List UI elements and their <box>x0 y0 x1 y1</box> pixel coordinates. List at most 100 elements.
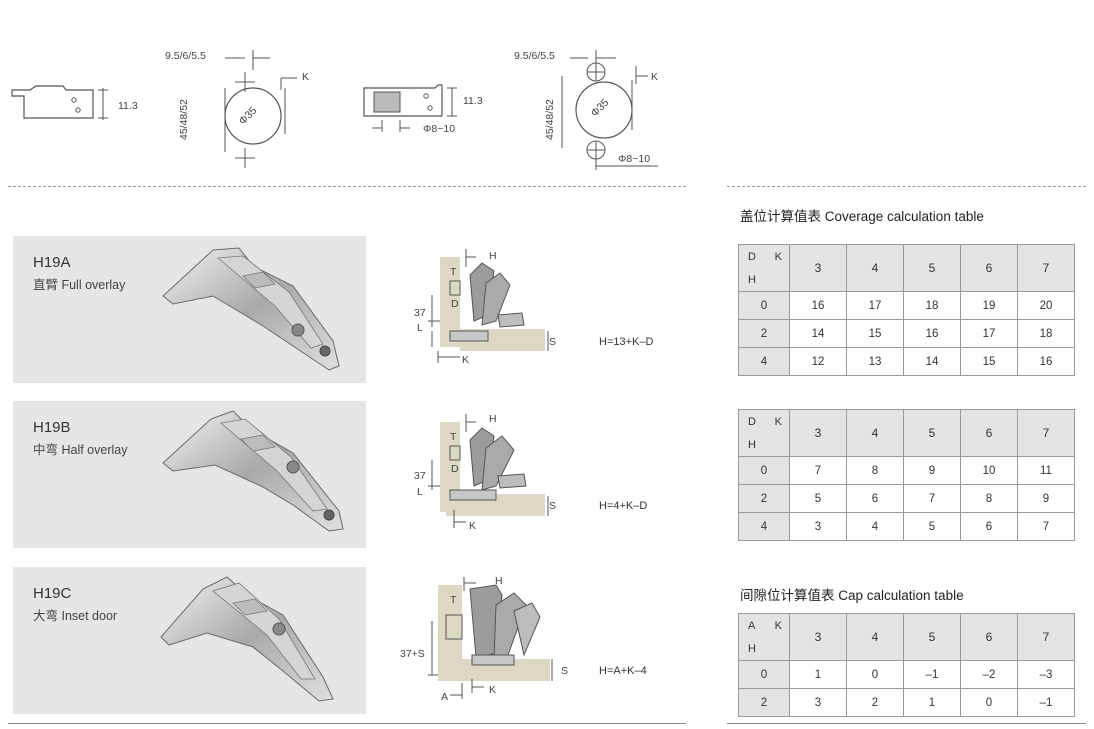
table-row: 0 7 8 9 10 11 <box>738 456 1075 485</box>
table-corner: D K H <box>738 244 790 292</box>
table-cell: 1 <box>789 660 847 689</box>
diagram-h19c-a-label: A <box>441 691 449 703</box>
corner-col-var: K <box>774 620 782 632</box>
table-cell: 14 <box>789 319 847 348</box>
table-cell: 8 <box>846 456 904 485</box>
table-cell: 0 <box>846 660 904 689</box>
row-key-cell: 0 <box>738 291 790 320</box>
k-header-cell: 5 <box>903 613 961 661</box>
diagram-h19a-side-label: 37 <box>414 307 426 319</box>
corner-row-var: A <box>748 620 756 632</box>
table-row: 4 3 4 5 6 7 <box>738 512 1075 541</box>
section-diagram-h19b <box>428 414 549 528</box>
cap-table-title: 间隙位计算值表 Cap calculation table <box>740 588 964 603</box>
row-key-cell: 2 <box>738 484 790 513</box>
table-cell: 3 <box>789 512 847 541</box>
table-cell: 7 <box>1017 512 1075 541</box>
plate-b-height-label: 11.3 <box>463 95 483 107</box>
coverage-table-2: D K H 3 4 5 6 7 0 7 8 9 10 11 2 5 6 7 8 … <box>738 409 1075 541</box>
left-bottom-rule <box>8 723 686 724</box>
k-header-cell: 7 <box>1017 244 1075 292</box>
table-cell: 8 <box>960 484 1018 513</box>
diagram-h19c-side-label: 37+S <box>400 648 425 660</box>
table-cell: –1 <box>903 660 961 689</box>
coverage-table-1: D K H 3 4 5 6 7 0 16 17 18 19 20 2 14 15… <box>738 244 1075 376</box>
diagram-h19b-l-label: L <box>417 486 423 498</box>
table-corner: D K H <box>738 409 790 457</box>
table-cell: 11 <box>1017 456 1075 485</box>
table-cell: 15 <box>960 347 1018 376</box>
table-cell: 0 <box>960 688 1018 717</box>
table-cell: 16 <box>789 291 847 320</box>
cup-b-k-label: K <box>651 71 659 83</box>
table-row: 4 12 13 14 15 16 <box>738 347 1075 376</box>
diagram-h19b-d-label: D <box>451 463 459 475</box>
section-diagram-h19c <box>428 577 553 699</box>
diagram-h19a-d-label: D <box>451 298 459 310</box>
formula-h19b: H=4+K–D <box>599 500 648 512</box>
table-row: 0 1 0 –1 –2 –3 <box>738 660 1075 689</box>
k-header-cell: 5 <box>903 409 961 457</box>
k-header-cell: 6 <box>960 409 1018 457</box>
section-diagram-h19a <box>428 249 549 363</box>
table-header-row: D K H 3 4 5 6 7 <box>738 409 1075 457</box>
table-header-row: D K H 3 4 5 6 7 <box>738 244 1075 292</box>
table-cell: 6 <box>846 484 904 513</box>
table-cell: 20 <box>1017 291 1075 320</box>
diagram-h19a-t-label: T <box>450 266 457 278</box>
table-cell: –2 <box>960 660 1018 689</box>
mounting-plate-b-drawing <box>363 84 457 132</box>
table-cell: 16 <box>903 319 961 348</box>
row-key-cell: 4 <box>738 347 790 376</box>
table-cell: –1 <box>1017 688 1075 717</box>
model-code: H19B <box>33 419 71 436</box>
table-cell: 5 <box>789 484 847 513</box>
table-cell: 18 <box>1017 319 1075 348</box>
cup-a-distance-label: 45/48/52 <box>178 99 190 140</box>
row-key-cell: 4 <box>738 512 790 541</box>
table-cell: 9 <box>1017 484 1075 513</box>
table-row: 2 5 6 7 8 9 <box>738 484 1075 513</box>
table-cell: 6 <box>960 512 1018 541</box>
k-header-cell: 6 <box>960 613 1018 661</box>
table-cell: 10 <box>960 456 1018 485</box>
cup-b-distance-label: 45/48/52 <box>544 99 556 140</box>
table-cell: 1 <box>903 688 961 717</box>
corner-result-var: H <box>748 643 756 655</box>
cup-a-drawing <box>224 50 297 168</box>
left-dashed-divider <box>8 186 686 187</box>
row-key-cell: 0 <box>738 456 790 485</box>
cup-b-hole-label: Φ8~10 <box>618 153 651 165</box>
corner-col-var: K <box>774 416 782 428</box>
corner-row-var: D <box>748 416 756 428</box>
cap-table: A K H 3 4 5 6 7 0 1 0 –1 –2 –3 2 3 2 1 0… <box>738 613 1075 717</box>
diagram-h19b-t-label: T <box>450 431 457 443</box>
table-cell: –3 <box>1017 660 1075 689</box>
table-corner: A K H <box>738 613 790 661</box>
table-cell: 5 <box>903 512 961 541</box>
k-header-cell: 3 <box>789 409 847 457</box>
k-header-cell: 3 <box>789 613 847 661</box>
row-key-cell: 2 <box>738 688 790 717</box>
right-dashed-divider <box>727 186 1086 187</box>
table-cell: 18 <box>903 291 961 320</box>
diagram-h19c-t-label: T <box>450 594 457 606</box>
k-header-cell: 3 <box>789 244 847 292</box>
corner-result-var: H <box>748 274 756 286</box>
model-code: H19C <box>33 585 72 602</box>
diagram-h19c-h-label: H <box>495 575 503 587</box>
model-card-h19b: H19B 中弯 Half overlay <box>13 401 366 548</box>
table-cell: 16 <box>1017 347 1075 376</box>
k-header-cell: 6 <box>960 244 1018 292</box>
table-cell: 17 <box>846 291 904 320</box>
hinge-photo-h19a <box>162 247 340 371</box>
model-card-h19a: H19A 直臂 Full overlay <box>13 236 366 383</box>
table-row: 2 14 15 16 17 18 <box>738 319 1075 348</box>
table-cell: 19 <box>960 291 1018 320</box>
table-cell: 7 <box>903 484 961 513</box>
table-row: 0 16 17 18 19 20 <box>738 291 1075 320</box>
cup-b-offset-label: 9.5/6/5.5 <box>514 50 555 62</box>
model-code: H19A <box>33 254 71 271</box>
hinge-photo-h19b <box>162 410 344 532</box>
diagram-h19a-l-label: L <box>417 322 423 334</box>
